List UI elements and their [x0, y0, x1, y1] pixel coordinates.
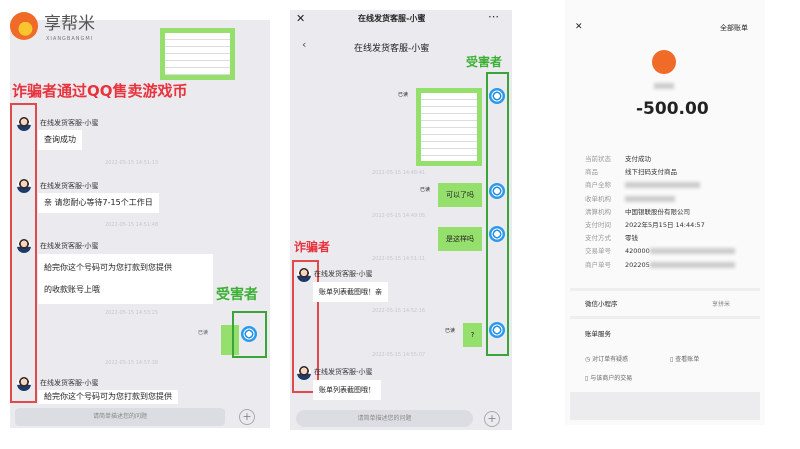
- mini-program-link[interactable]: 享拼米: [712, 301, 731, 308]
- agent-avatar: [17, 117, 31, 131]
- message-bubble: 账单列表截图哦！: [313, 380, 381, 400]
- plus-button[interactable]: +: [484, 411, 500, 427]
- message-bubble: 亲 请您耐心等待7-15个工作日: [38, 193, 159, 213]
- more-icon[interactable]: ⋯: [488, 10, 499, 23]
- agent-avatar: [297, 366, 311, 380]
- bill-row: 清算机构中国银联股份有限公司: [585, 207, 690, 216]
- victim-avatar-icon: [489, 322, 505, 338]
- self-message-bubble: ?: [463, 323, 482, 347]
- chat-title: 在线发货客服-小蜜: [354, 44, 430, 54]
- amount: -500.00: [636, 99, 709, 119]
- bill-row: 商品线下扫码支付商品: [585, 168, 677, 177]
- victim-avatar-icon: [241, 326, 257, 342]
- agent-avatar: [17, 179, 31, 193]
- agent-avatar: [17, 239, 31, 253]
- victim-highlight-box: [232, 311, 267, 358]
- message-input[interactable]: 请简单描述您的问题: [15, 408, 225, 426]
- message-input[interactable]: 请简单描述您的问题: [296, 410, 473, 427]
- victim-caption: 受害者: [216, 287, 258, 303]
- all-bills-link[interactable]: 全部账单: [720, 24, 748, 32]
- victim-avatar-icon: [489, 226, 505, 242]
- bill-row: 收单机构: [585, 195, 675, 204]
- back-icon[interactable]: ‹: [302, 38, 307, 51]
- service-merchant-history[interactable]: ▯ 与该商户的交易: [585, 375, 633, 382]
- self-message-bubble: 可以了吗: [438, 183, 482, 207]
- service-question[interactable]: ◷ 对订单有疑惑: [585, 356, 629, 363]
- service-view-bill[interactable]: ▯ 查看账单: [670, 356, 700, 363]
- close-icon[interactable]: ✕: [296, 12, 306, 25]
- victim-avatar-icon: [489, 183, 505, 199]
- bill-row: 支付方式零钱: [585, 234, 638, 243]
- image-message[interactable]: [160, 28, 235, 80]
- message-bubble: 給完你这个号码可为您打款到您提供: [38, 390, 178, 404]
- scam-caption: 诈骗者通过QQ售卖游戏币: [12, 82, 188, 100]
- victim-avatar-icon: [489, 88, 505, 104]
- agent-avatar: [17, 377, 31, 391]
- chat-screenshot-2: [290, 10, 512, 430]
- plus-button[interactable]: +: [239, 409, 255, 425]
- message-bubble: 账单列表截图哦！亲: [313, 282, 388, 302]
- self-message-bubble: [221, 325, 239, 355]
- bill-row: 商户全称: [585, 181, 700, 190]
- bill-row: 当前状态支付成功: [585, 155, 651, 163]
- message-bubble: 給完你这个号码可为您打款到您提供 的收款账号上哦: [38, 254, 213, 304]
- self-message-bubble: 是这样吗: [438, 227, 482, 251]
- close-icon[interactable]: ✕: [575, 22, 583, 32]
- image-message[interactable]: [416, 88, 482, 166]
- message-bubble: 查询成功: [38, 130, 82, 150]
- merchant-avatar: [652, 50, 676, 74]
- chat-screenshot-1: [10, 20, 270, 428]
- scammer-highlight-box: [10, 103, 37, 403]
- agent-avatar: [297, 268, 311, 282]
